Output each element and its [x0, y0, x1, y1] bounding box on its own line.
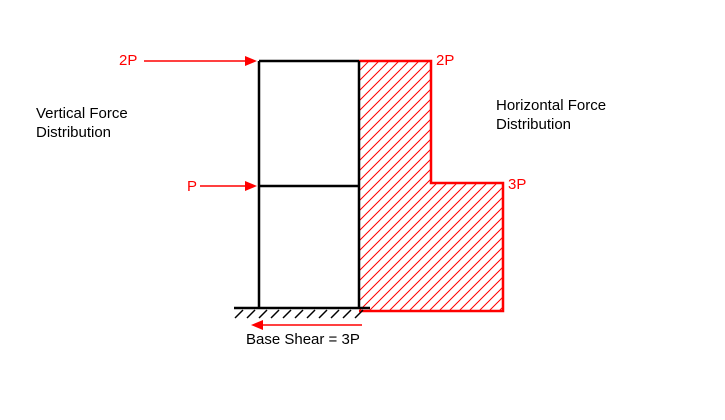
middle-force-arrow [200, 181, 257, 191]
ground-support [234, 306, 370, 319]
shear-distribution-diagram [359, 59, 505, 313]
bottom-shear-label: 3P [508, 176, 527, 193]
base-shear-label: Base Shear = 3P [246, 331, 360, 348]
top-force-arrow [144, 56, 257, 66]
top-arrowhead-icon [245, 56, 257, 66]
building-frame [257, 59, 361, 308]
top-applied-force-label: 2P [119, 52, 138, 69]
base-shear-arrow [251, 320, 362, 330]
shear-outline [359, 59, 505, 313]
vertical-title-line2: Distribution [36, 124, 112, 141]
base-arrowhead-icon [251, 320, 263, 330]
vertical-title-line1: Vertical Force [36, 105, 128, 122]
horizontal-title-line1: Horizontal Force [496, 97, 607, 114]
middle-applied-force-label: P [187, 178, 198, 195]
middle-arrowhead-icon [245, 181, 257, 191]
top-shear-label: 2P [436, 52, 455, 69]
horizontal-title-line2: Distribution [496, 116, 572, 133]
ground-hatch [234, 309, 364, 319]
shear-hatch-fill [359, 61, 503, 311]
